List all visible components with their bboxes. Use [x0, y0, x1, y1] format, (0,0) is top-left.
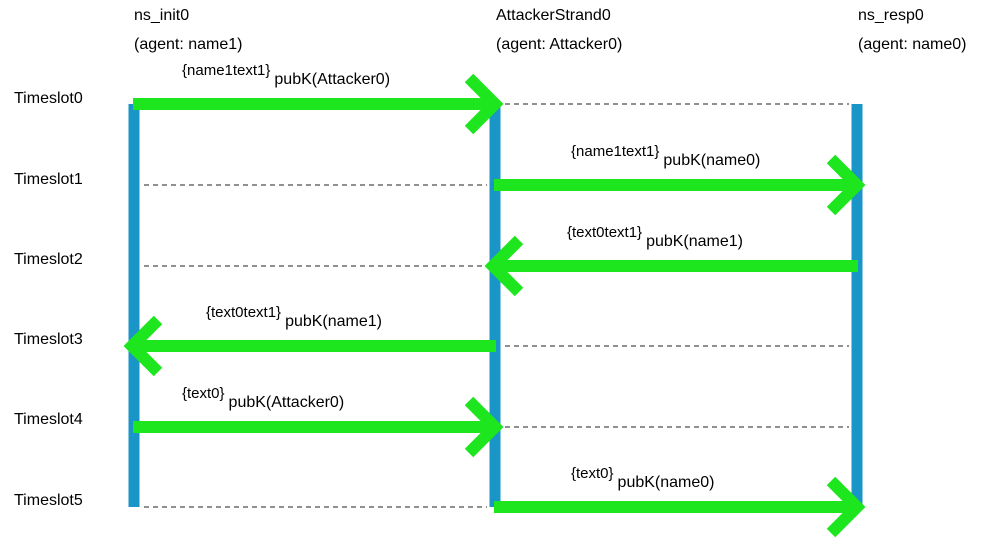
message-label-3: {text0text1}pubK(name1): [206, 304, 382, 331]
timeslot-label-0: Timeslot0: [14, 90, 83, 107]
agent-name-1: AttackerStrand0: [496, 7, 611, 24]
timeslot-label-2: Timeslot2: [14, 251, 83, 268]
message-arrowhead-5: [826, 476, 866, 538]
message-key: pubK(name0): [617, 474, 715, 491]
timeslot-label-1: Timeslot1: [14, 171, 83, 188]
agent-role-0: (agent: name1): [134, 36, 243, 53]
message-key: pubK(name0): [663, 152, 761, 169]
message-key: pubK(Attacker0): [228, 394, 345, 411]
message-key: pubK(name1): [646, 233, 744, 250]
message-key: pubK(name1): [285, 313, 383, 330]
message-payload: {text0}: [571, 465, 614, 482]
message-arrowhead-3: [123, 315, 163, 377]
message-label-1: {name1text1}pubK(name0): [571, 143, 760, 170]
message-label-2: {text0text1}pubK(name1): [567, 224, 743, 251]
message-label-0: {name1text1}pubK(Attacker0): [182, 62, 390, 89]
message-arrowhead-2: [484, 235, 524, 297]
message-payload: {text0text1}: [567, 224, 643, 241]
agent-name-0: ns_init0: [134, 7, 190, 24]
agent-role-2: (agent: name0): [858, 36, 967, 53]
message-payload: {text0}: [182, 385, 225, 402]
timeslot-label-5: Timeslot5: [14, 492, 83, 509]
message-payload: {name1text1}: [182, 62, 271, 79]
message-payload: {text0text1}: [206, 304, 282, 321]
message-key: pubK(Attacker0): [274, 71, 391, 88]
timeslot-label-3: Timeslot3: [14, 331, 83, 348]
message-label-5: {text0}pubK(name0): [571, 465, 715, 492]
message-label-4: {text0}pubK(Attacker0): [182, 385, 344, 412]
timeslot-label-4: Timeslot4: [14, 411, 83, 428]
message-arrowhead-0: [464, 73, 504, 135]
message-payload: {name1text1}: [571, 143, 660, 160]
agent-name-2: ns_resp0: [858, 7, 924, 24]
agent-role-1: (agent: Attacker0): [496, 36, 623, 53]
message-arrowhead-4: [464, 396, 504, 458]
message-arrowhead-1: [826, 154, 866, 216]
